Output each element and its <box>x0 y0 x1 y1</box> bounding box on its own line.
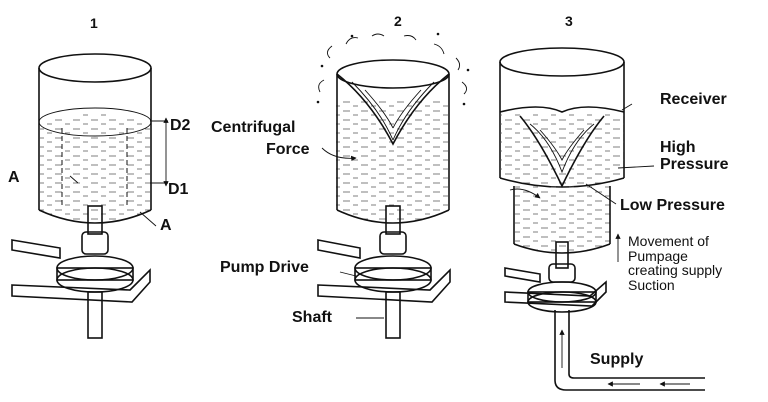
panel-2-force-arrow <box>321 147 357 162</box>
label-a-right: A <box>160 217 172 234</box>
label-receiver: Receiver <box>660 91 727 108</box>
panel-1-tank <box>38 53 152 224</box>
label-low-pressure: Low Pressure <box>620 197 725 214</box>
panel-2-splash <box>316 32 470 106</box>
panel-3-leader-lines <box>585 165 655 205</box>
panel-3-pump-body <box>509 186 611 254</box>
panel-3-receiver <box>499 47 633 188</box>
label-high-pressure: High Pressure <box>660 139 729 173</box>
panel-2-drive <box>317 205 451 339</box>
label-d2: D2 <box>170 117 191 134</box>
label-supply: Supply <box>590 351 644 368</box>
label-centrifugal: Centrifugal <box>211 119 296 136</box>
panel-1-d-arrow <box>150 117 169 187</box>
panel-number-1: 1 <box>90 15 98 31</box>
panel-number-3: 3 <box>565 13 573 29</box>
panel-number-2: 2 <box>394 13 402 29</box>
label-pump-drive: Pump Drive <box>220 259 309 276</box>
label-a-left: A <box>8 169 20 186</box>
label-shaft: Shaft <box>292 309 332 326</box>
label-force: Force <box>266 141 310 158</box>
panel-1-drive <box>11 175 157 339</box>
panel-3-supply-pipe <box>554 310 705 391</box>
label-movement-of-pumpage: Movement of Pumpage creating supply Suct… <box>628 233 723 294</box>
label-d1: D1 <box>168 181 189 198</box>
panel-2-tank <box>336 59 450 224</box>
panel-3-drive <box>504 241 607 313</box>
